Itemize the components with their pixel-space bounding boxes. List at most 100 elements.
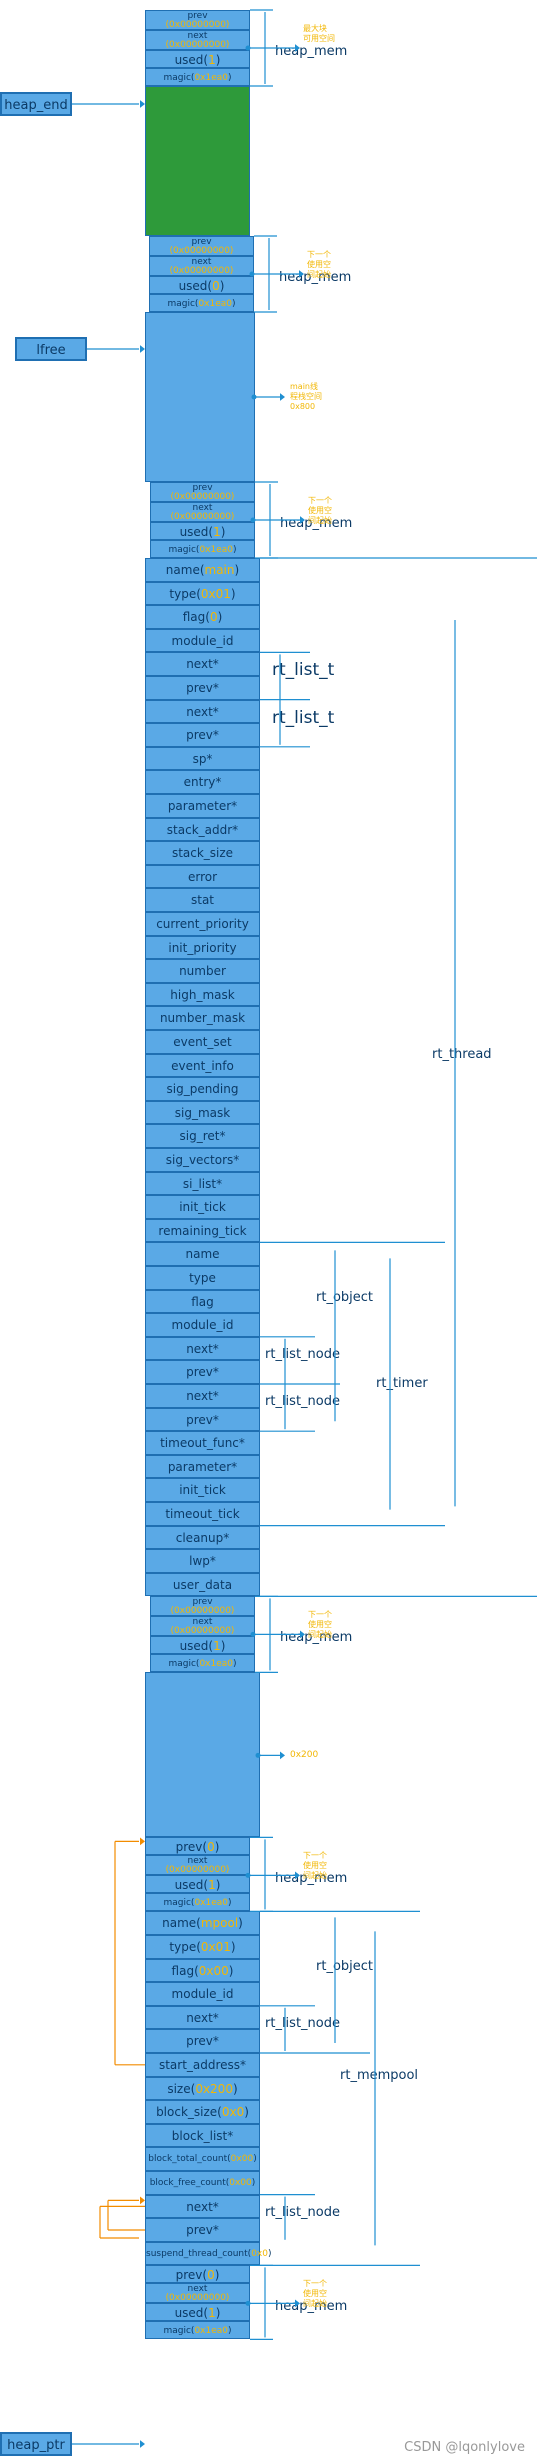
connector-dot xyxy=(245,2300,251,2306)
heap-field-value: 0 xyxy=(207,1840,215,1855)
mempool-field: block_free_count(0x00) xyxy=(145,2171,260,2195)
thread-field-key: number_mask xyxy=(159,1011,246,1026)
heap-field-value: (0x00000000) xyxy=(169,266,234,276)
thread-field-key: current_priority xyxy=(156,917,249,931)
connector-dot xyxy=(245,45,251,51)
mempool-field-key: block_free_count xyxy=(149,2178,226,2188)
heap-field-value: 1 xyxy=(208,53,216,67)
thread-field: current_priority xyxy=(145,912,260,936)
heap-field-next: next(0x00000000) xyxy=(145,1855,250,1876)
thread-field-key: lwp* xyxy=(189,1554,216,1569)
thread-field-value: main xyxy=(204,563,235,577)
heap-field-label: next xyxy=(191,257,212,267)
thread-field: event_info xyxy=(145,1053,260,1078)
heap-field-next: next(0x00000000) xyxy=(150,502,255,522)
mempool-field-key: next* xyxy=(186,2010,219,2025)
mempool-field: module_id xyxy=(145,1982,260,2006)
arrow-head-icon xyxy=(280,393,285,401)
thread-field-key: prev* xyxy=(186,728,219,743)
arrow-head-icon xyxy=(300,516,305,524)
thread-field: next* xyxy=(145,1384,260,1408)
arrow-head-icon xyxy=(140,2196,145,2205)
heap-field-value: (0x00000000) xyxy=(170,1626,235,1637)
thread-field-key: type xyxy=(189,1271,216,1285)
arrow-head-icon xyxy=(295,2299,300,2308)
connector-dot xyxy=(249,271,255,277)
heap-field-next: next(0x00000000) xyxy=(149,256,254,276)
heap-field-value: (0x00000000) xyxy=(169,246,234,256)
chinese-note: 下一个使用空间起始 xyxy=(303,2279,327,2309)
thread-field-key: stack_size xyxy=(171,846,234,861)
mempool-field-value: 0x00 xyxy=(198,1963,229,1978)
connector-dot xyxy=(250,517,256,523)
heap-field-magic: magic(0x1ea0) xyxy=(145,2321,250,2340)
thread-field: init_tick xyxy=(145,1478,260,1502)
thread-field-key: module_id xyxy=(171,1318,234,1333)
heap-field-label: magic xyxy=(163,2326,191,2337)
thread-field-key: sig_pending xyxy=(166,1082,239,1097)
thread-field-key: user_data xyxy=(172,1577,233,1592)
heap-field-magic: magic(0x1ea0) xyxy=(150,1654,255,1673)
thread-field: sp* xyxy=(145,746,260,771)
heap-field-prev: prev(0x00000000) xyxy=(149,236,254,256)
heap-field-prev: prev(0) xyxy=(145,1837,250,1856)
mempool-field: next* xyxy=(145,2005,260,2030)
heap-field-label: prev xyxy=(192,1597,213,1608)
thread-field-key: flag xyxy=(182,610,206,625)
rt-list-node-label: rt_list_node xyxy=(265,2015,340,2031)
arrow-head-icon xyxy=(299,270,304,278)
mempool-field-key: flag xyxy=(171,1963,195,1978)
mempool-field-key: prev* xyxy=(186,2034,219,2049)
thread-field-value: 0 xyxy=(209,610,218,625)
thread-field: lwp* xyxy=(145,1549,260,1573)
thread-field-key: timeout_func* xyxy=(160,1436,245,1451)
rt-list-node-label: rt_list_node xyxy=(265,1346,340,1362)
thread-field: remaining_tick xyxy=(145,1218,260,1243)
thread-field-key: cleanup* xyxy=(175,1530,230,1545)
heap-field-magic: magic(0x1ea0) xyxy=(150,540,255,558)
thread-field: parameter* xyxy=(145,794,260,818)
thread-field-key: sig_mask xyxy=(174,1105,231,1120)
mempool-field-value: 0x0 xyxy=(251,2248,268,2259)
heap-field-value: 0x1ea0 xyxy=(194,2326,228,2337)
heap-field-label: next xyxy=(187,2284,208,2295)
rt-list-node-label: rt_list_node xyxy=(265,2204,340,2220)
thread-field: type xyxy=(145,1266,260,1290)
thread-field: next* xyxy=(145,699,260,724)
heap-field-used: used(1) xyxy=(145,1875,250,1894)
mempool-field: start_address* xyxy=(145,2053,260,2077)
rt-list-t-label: rt_list_t xyxy=(272,660,335,681)
heap-field-label: next xyxy=(192,503,213,513)
thread-field-key: prev* xyxy=(186,1412,219,1427)
chinese-note: 下一个使用空间起始 xyxy=(308,1610,332,1640)
mempool-field-key: name xyxy=(162,1916,197,1931)
arrow-head-icon xyxy=(300,1630,305,1639)
thread-field: sig_vectors* xyxy=(145,1148,260,1172)
thread-field: stack_addr* xyxy=(145,817,260,842)
thread-field-key: prev* xyxy=(186,681,219,695)
thread-field-key: timeout_tick xyxy=(165,1507,240,1521)
mempool-field-value: 0x01 xyxy=(200,1940,231,1954)
thread-field-key: entry* xyxy=(183,775,222,790)
thread-field: entry* xyxy=(145,770,260,794)
heap-field-prev: prev(0x00000000) xyxy=(150,1596,255,1617)
arrow-head-icon xyxy=(280,1751,285,1760)
thread-field-key: parameter* xyxy=(167,1459,238,1474)
thread-field: error xyxy=(145,864,260,889)
mempool-field: block_total_count(0x00) xyxy=(145,2147,260,2171)
heap-field-prev: prev(0x00000000) xyxy=(145,10,250,30)
connector-dot xyxy=(251,394,257,400)
heap-field-label: used xyxy=(179,525,209,539)
mempool-field-key: block_list* xyxy=(171,2128,234,2143)
mempool-field-value: mpool xyxy=(200,1916,239,1931)
thread-field-key: init_priority xyxy=(168,940,237,955)
mempool-field-value: 0x200 xyxy=(195,2081,233,2096)
heap-field-label: next xyxy=(187,31,208,41)
mempool-field-key: block_size xyxy=(156,2105,218,2120)
thread-field-key: stack_addr* xyxy=(166,822,239,837)
chinese-note: 下一个使用空间起始 xyxy=(303,1851,327,1881)
mempool-field-key: type xyxy=(169,1940,197,1954)
heap-field-next: next(0x00000000) xyxy=(145,30,250,50)
heap-field-value: (0x00000000) xyxy=(165,2293,230,2304)
heap-field-label: prev xyxy=(175,2268,203,2283)
